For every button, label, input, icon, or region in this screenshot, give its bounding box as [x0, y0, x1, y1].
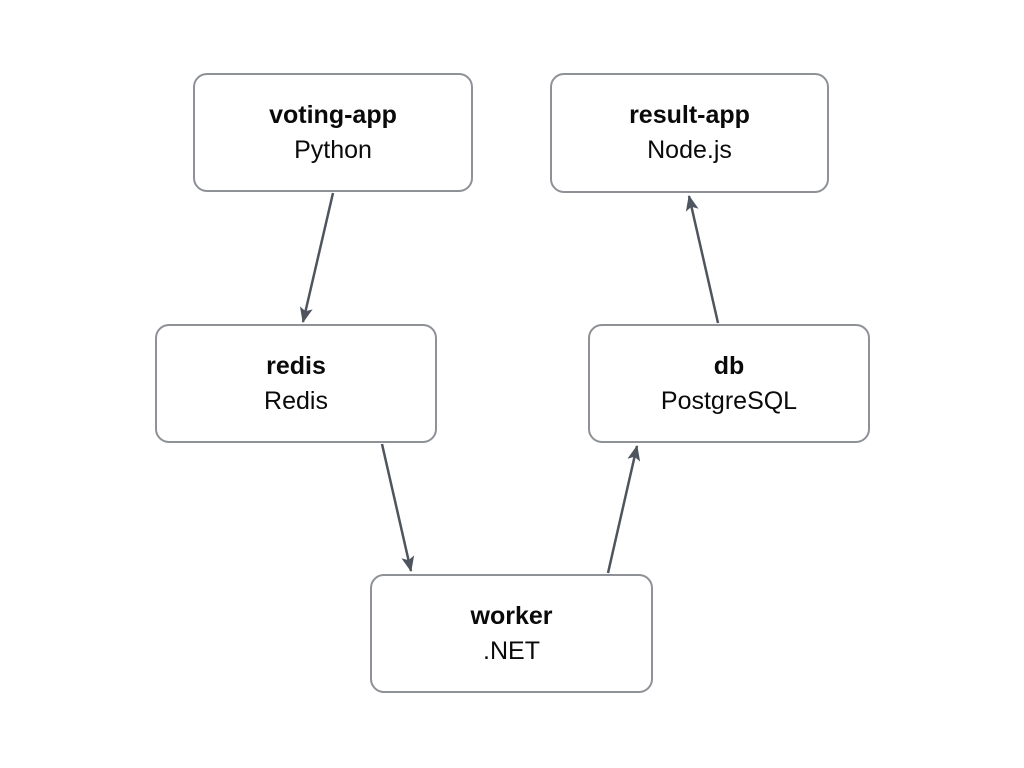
node-redis: redis Redis	[155, 324, 437, 443]
node-label: voting-app	[269, 100, 397, 129]
node-sublabel: Node.js	[647, 136, 732, 164]
node-label: redis	[266, 351, 326, 380]
node-voting-app: voting-app Python	[193, 73, 473, 192]
node-label: db	[713, 351, 745, 380]
edge-redis-to-worker	[380, 443, 415, 572]
node-result-app: result-app Node.js	[550, 73, 829, 193]
node-sublabel: Python	[294, 135, 372, 164]
edge-voting-app-to-redis	[299, 192, 335, 323]
node-sublabel: PostgreSQL	[660, 386, 798, 415]
node-sublabel: .NET	[483, 636, 540, 665]
edge-worker-to-db	[606, 445, 641, 574]
node-label: worker	[470, 601, 553, 630]
node-sublabel: Redis	[264, 386, 328, 415]
edge-db-to-result-app	[685, 195, 720, 324]
node-db: db PostgreSQL	[588, 324, 870, 443]
node-label: result-app	[629, 101, 750, 129]
node-worker: worker .NET	[370, 574, 653, 693]
